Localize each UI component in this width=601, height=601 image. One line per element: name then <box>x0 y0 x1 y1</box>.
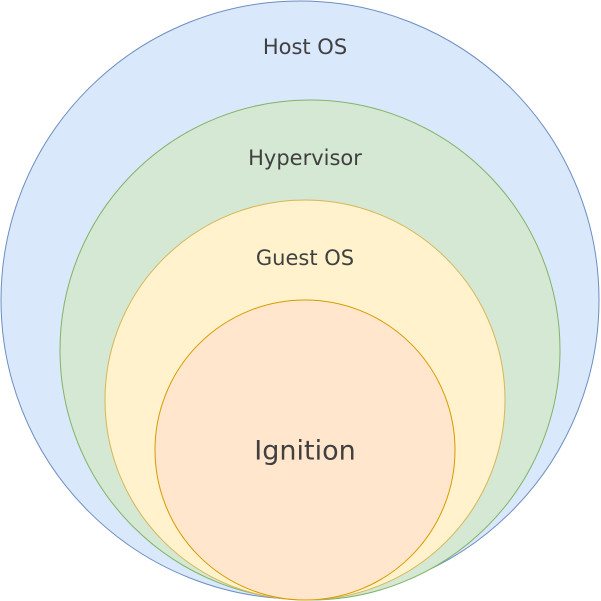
layer-ignition: Ignition <box>154 299 456 601</box>
host-os-label: Host OS <box>263 35 347 59</box>
guest-os-label: Guest OS <box>256 246 354 270</box>
hypervisor-label: Hypervisor <box>248 146 362 170</box>
ignition-circle <box>154 299 456 601</box>
ignition-label: Ignition <box>254 436 355 467</box>
